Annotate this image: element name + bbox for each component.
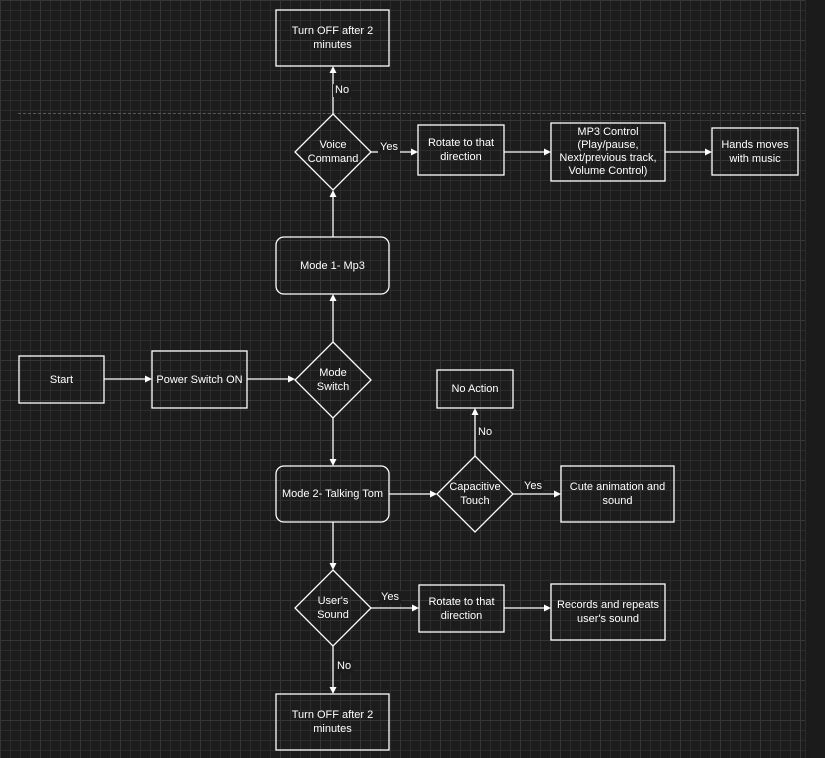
connector-power-to-mode-switch[interactable] xyxy=(247,375,295,383)
hands-moves-node-shape[interactable] xyxy=(711,127,799,176)
capacitive-touch-label: Capacitive Touch xyxy=(449,481,501,507)
connector-mp3-to-hands[interactable] xyxy=(665,148,712,156)
turn-off-bottom-node-shape[interactable] xyxy=(275,693,390,751)
rotate-top-node-shape[interactable] xyxy=(417,124,505,176)
touch-yes-label: Yes xyxy=(522,480,544,493)
no-action-label: No Action xyxy=(451,383,499,395)
connector-rotate-to-mp3[interactable] xyxy=(504,148,551,156)
connector-mode1-to-voice-command[interactable] xyxy=(329,190,337,237)
connector-touch-yes[interactable] xyxy=(513,490,561,498)
cute-animation-label: Cute animation and sound xyxy=(569,481,666,507)
capacitive-touch-decision-shape[interactable] xyxy=(436,455,514,533)
turn-off-top-node-shape[interactable] xyxy=(275,9,390,67)
mode-switch-label: Mode Switch xyxy=(316,367,350,393)
connector-sound-yes[interactable] xyxy=(371,604,419,612)
start-label: Start xyxy=(49,373,74,386)
mp3-control-label: MP3 Control (Play/pause, Next/previous t… xyxy=(559,126,657,177)
sound-yes-label: Yes xyxy=(379,591,401,604)
connector-mode2-to-users-sound[interactable] xyxy=(329,522,337,570)
turn-off-top-label: Turn OFF after 2 minutes xyxy=(291,25,374,51)
connector-rotate-to-records[interactable] xyxy=(504,604,551,612)
connector-start-to-power[interactable] xyxy=(104,375,152,383)
touch-no-label: No xyxy=(476,426,495,439)
records-repeats-node-shape[interactable] xyxy=(550,583,666,641)
rotate-bottom-label: Rotate to that direction xyxy=(428,595,495,622)
voice-yes-label: Yes xyxy=(378,141,400,154)
connector-mode-switch-to-mode2[interactable] xyxy=(329,418,337,466)
right-scroll-gutter[interactable] xyxy=(805,0,825,758)
connector-mode2-to-capacitive[interactable] xyxy=(389,490,437,498)
flowchart-shapes xyxy=(18,9,799,751)
rotate-top-label: Rotate to that direction xyxy=(427,137,495,163)
connector-touch-no[interactable] xyxy=(471,408,479,456)
turn-off-bottom-label: Turn OFF after 2 minutes xyxy=(291,709,374,735)
users-sound-label: User's Sound xyxy=(317,595,349,621)
page-break-line xyxy=(18,113,805,114)
hands-moves-label: Hands moves with music xyxy=(721,138,789,165)
connector-mode-switch-to-mode1[interactable] xyxy=(329,294,337,342)
power-switch-label: Power Switch ON xyxy=(156,373,243,386)
voice-command-label: Voice Command xyxy=(307,139,359,165)
mode2-label: Mode 2- Talking Tom xyxy=(281,488,384,500)
connector-sound-no[interactable] xyxy=(329,646,337,694)
records-repeats-label: Records and repeats user's sound xyxy=(556,599,660,625)
diagram-canvas[interactable]: Start Power Switch ON Mode Switch Mode 1… xyxy=(0,0,805,758)
voice-no-label: No xyxy=(333,84,352,97)
sound-no-label: No xyxy=(335,660,354,673)
mode1-label: Mode 1- Mp3 xyxy=(300,259,365,272)
